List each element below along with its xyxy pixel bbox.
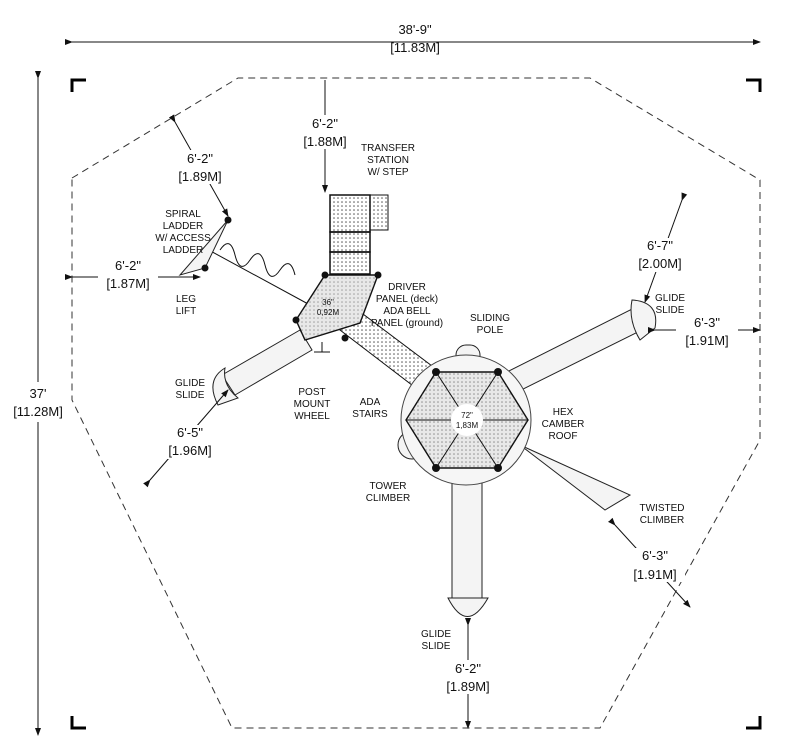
svg-text:GLIDE: GLIDE (655, 293, 685, 304)
dim-slide-b-ft: 6'-2" (455, 661, 481, 676)
svg-text:ADA: ADA (360, 397, 381, 408)
use-zone-boundary (71, 77, 761, 729)
dim-leglift-m: [1.87M] (106, 276, 149, 291)
dim-slide-l-m: [1.96M] (168, 443, 211, 458)
label-glide-slide-bottom: GLIDE SLIDE (421, 629, 451, 652)
svg-text:LEG: LEG (176, 294, 196, 305)
svg-text:TOWER: TOWER (369, 481, 406, 492)
svg-text:GLIDE: GLIDE (175, 378, 205, 389)
svg-text:SLIDING: SLIDING (470, 313, 510, 324)
dim-spiral-ft: 6'-2" (187, 151, 213, 166)
svg-text:1,83M: 1,83M (456, 421, 479, 430)
label-glide-slide-left: GLIDE SLIDE (175, 378, 205, 401)
dim-leglift-ft: 6'-2" (115, 258, 141, 273)
svg-text:TWISTED: TWISTED (640, 503, 685, 514)
svg-text:WHEEL: WHEEL (294, 411, 330, 422)
svg-text:SPIRAL: SPIRAL (165, 209, 201, 220)
svg-text:DRIVER: DRIVER (388, 282, 426, 293)
label-tower-climber: TOWER CLIMBER (366, 481, 410, 504)
hex-tower (397, 344, 532, 486)
overall-height-m: [11.28M] (13, 404, 63, 419)
overall-width-m: [11.83M] (390, 40, 440, 55)
dim-slide-r-ft: 6'-3" (694, 315, 720, 330)
svg-text:CLIMBER: CLIMBER (640, 515, 684, 526)
label-spiral-ladder: SPIRAL LADDER W/ ACCESS LADDER (155, 209, 211, 256)
svg-text:POST: POST (298, 387, 325, 398)
label-post-mount-wheel: POST MOUNT WHEEL (294, 387, 331, 422)
label-sliding-pole: SLIDING POLE (470, 313, 510, 336)
svg-text:PANEL (ground): PANEL (ground) (371, 318, 443, 329)
dim-twisted-ft: 6'-3" (642, 548, 668, 563)
svg-text:W/ ACCESS: W/ ACCESS (155, 233, 211, 244)
svg-text:MOUNT: MOUNT (294, 399, 331, 410)
dim-slide-b-m: [1.89M] (446, 679, 489, 694)
label-hex-tower-height: 72" 1,83M (456, 411, 479, 430)
label-transfer-station: TRANSFER STATION W/ STEP (361, 143, 415, 178)
svg-text:STAIRS: STAIRS (352, 409, 388, 420)
svg-text:HEX: HEX (553, 407, 574, 418)
label-ada-stairs: ADA STAIRS (352, 397, 388, 420)
corner-mark (746, 78, 762, 92)
dim-slide-ur-m: [2.00M] (638, 256, 681, 271)
overall-width-ft: 38'-9" (398, 22, 432, 37)
dim-slide-l-ft: 6'-5" (177, 425, 203, 440)
svg-text:ROOF: ROOF (549, 431, 578, 442)
svg-text:GLIDE: GLIDE (421, 629, 451, 640)
label-small-deck-height: 36" 0,92M (317, 298, 340, 317)
twisted-climber (519, 444, 632, 511)
label-leg-lift: LEG LIFT (176, 294, 197, 317)
svg-text:CAMBER: CAMBER (542, 419, 585, 430)
glide-slide-bottom (447, 469, 489, 617)
corner-mark (70, 78, 86, 92)
svg-text:TRANSFER: TRANSFER (361, 143, 415, 154)
dim-spiral-m: [1.89M] (178, 169, 221, 184)
label-twisted-climber: TWISTED CLIMBER (640, 503, 685, 526)
transfer-station (329, 194, 389, 275)
svg-text:LIFT: LIFT (176, 306, 197, 317)
svg-text:W/ STEP: W/ STEP (367, 167, 408, 178)
svg-text:SLIDE: SLIDE (422, 641, 451, 652)
svg-text:CLIMBER: CLIMBER (366, 493, 410, 504)
overall-height-ft: 37' (30, 386, 47, 401)
svg-text:LADDER: LADDER (163, 221, 204, 232)
spiral-ladder (178, 216, 311, 306)
corner-mark (70, 716, 86, 730)
label-hex-camber-roof: HEX CAMBER ROOF (542, 407, 585, 442)
dim-twisted-m: [1.91M] (633, 567, 676, 582)
dim-transfer-ft: 6'-2" (312, 116, 338, 131)
svg-text:LADDER: LADDER (163, 245, 204, 256)
dim-slide-r-m: [1.91M] (685, 333, 728, 348)
label-driver-panel: DRIVER PANEL (deck) ADA BELL PANEL (grou… (371, 282, 443, 329)
dim-transfer-m: [1.88M] (303, 134, 346, 149)
svg-text:0,92M: 0,92M (317, 308, 340, 317)
svg-text:36": 36" (322, 298, 334, 307)
svg-text:PANEL (deck): PANEL (deck) (376, 294, 438, 305)
svg-text:72": 72" (461, 411, 473, 420)
svg-text:SLIDE: SLIDE (656, 305, 685, 316)
corner-mark (746, 716, 762, 730)
svg-text:POLE: POLE (477, 325, 504, 336)
label-glide-slide-right: GLIDE SLIDE (655, 293, 685, 316)
svg-text:SLIDE: SLIDE (176, 390, 205, 401)
dim-slide-ur-ft: 6'-7" (647, 238, 673, 253)
glide-slide-left (212, 329, 313, 406)
svg-text:ADA BELL: ADA BELL (383, 306, 431, 317)
svg-text:STATION: STATION (367, 155, 409, 166)
small-deck (292, 271, 382, 353)
